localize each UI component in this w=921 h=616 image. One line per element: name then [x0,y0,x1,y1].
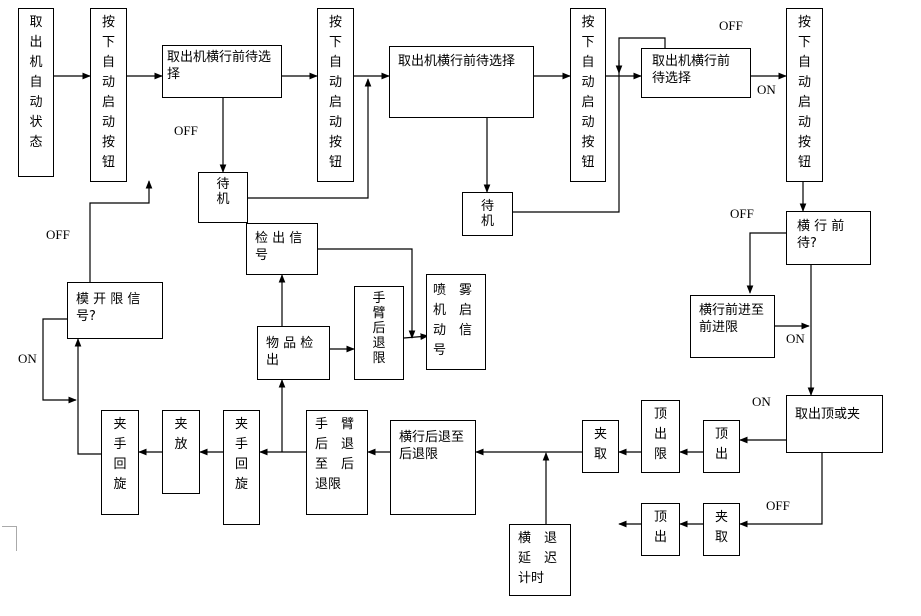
hand-rotate-box-2: 夹 手 回 旋 [101,410,139,515]
select-text-3: 取出机横行前待选择 [652,54,731,86]
select-box-1: 取出机横行前待选择 [162,45,282,98]
spray-signal-box: 喷 雾 机 启 动 信 号 [426,274,486,370]
mold-open-text: 模 开 限 信号? [76,292,141,324]
start-button-box-4: 按 下 自 动 启 动 按 钮 [786,8,823,182]
label-off-3: OFF [730,206,754,221]
mold-open-box: 模 开 限 信号? [67,282,163,339]
product-detect-box: 物 品 检出 [257,326,330,380]
label-off-4: OFF [46,227,70,242]
arm-retract-box-1: 手 臂 后 退 限 [354,286,404,380]
eject-out-box-2: 顶 出 [641,503,680,556]
arm-retract-text-1: 手 臂 后 退 限 [372,291,386,366]
wait-text-1: 待 机 [216,177,230,207]
start-button-box-2: 按 下 自 动 启 动 按 钮 [317,8,354,182]
label-on-1: ON [757,82,776,97]
traverse-back-text: 横行后退至后退限 [399,430,465,462]
hand-rotate-box-1: 夹 手 回 旋 [223,410,260,525]
detect-signal-text: 检 出 信号 [255,231,303,263]
hand-rotate-text-2: 夹 手 回 旋 [113,417,127,492]
start-button-text-4: 按 下 自 动 启 动 按 钮 [797,15,811,170]
eject-or-clamp-text: 取出顶或夹 [795,407,861,422]
spray-signal-text: 喷 雾 机 启 动 信 号 [433,283,473,358]
eject-out-text-1: 顶 出 [714,427,728,462]
retreat-timer-text: 横 退 延 迟 计时 [518,531,558,586]
wait-box-1: 待 机 [198,172,248,223]
product-detect-text: 物 品 检出 [266,336,314,368]
arm-retract-box-2: 手 臂 后 退 至 后 退限 [306,410,368,515]
label-on-4: ON [752,394,771,409]
eject-or-clamp-box: 取出顶或夹 [786,395,883,453]
traverse-forward-text: 横行前进至前进限 [699,303,765,335]
clamp-text-2: 夹 取 [714,510,728,545]
traverse-wait-box: 横 行 前待? [786,211,871,265]
traverse-forward-box: 横行前进至前进限 [690,295,775,358]
page-corner-mark [2,526,17,551]
hand-rotate-text-1: 夹 手 回 旋 [234,417,248,492]
clamp-box-1: 夹 取 [582,420,619,473]
label-off-1: OFF [174,123,198,138]
label-on-3: ON [18,351,37,366]
auto-state-box: 取 出 机 自 动 状 态 [18,8,54,177]
detect-signal-box: 检 出 信号 [246,223,318,275]
clamp-box-2: 夹 取 [703,503,740,556]
release-text: 夹 放 [174,417,188,452]
traverse-back-box: 横行后退至后退限 [390,420,476,515]
label-off-5: OFF [766,498,790,513]
start-button-box-3: 按 下 自 动 启 动 按 钮 [570,8,606,182]
traverse-wait-text: 横 行 前待? [797,219,845,251]
wait-text-2: 待 机 [480,199,494,229]
arm-retract-text-2: 手 臂 后 退 至 后 退限 [315,417,355,492]
clamp-text-1: 夹 取 [593,427,607,462]
release-box: 夹 放 [162,410,200,494]
eject-out-text-2: 顶 出 [653,510,667,545]
start-button-text-2: 按 下 自 动 启 动 按 钮 [328,15,342,170]
wait-box-2: 待 机 [462,192,513,236]
eject-limit-text: 顶 出 限 [653,407,667,462]
start-button-text-1: 按 下 自 动 启 动 按 钮 [101,15,115,170]
select-text-1: 取出机横行前待选择 [167,50,272,82]
select-box-3: 取出机横行前待选择 [641,48,751,98]
start-button-box-1: 按 下 自 动 启 动 按 钮 [90,8,127,182]
label-off-2: OFF [719,18,743,33]
select-text-2: 取出机横行前待选择 [398,54,516,69]
retreat-timer-box: 横 退 延 迟 计时 [509,524,571,596]
auto-state-text: 取 出 机 自 动 状 态 [29,15,43,150]
start-button-text-3: 按 下 自 动 启 动 按 钮 [581,15,595,170]
eject-limit-box: 顶 出 限 [641,400,680,473]
eject-out-box-1: 顶 出 [703,420,740,473]
label-on-2: ON [786,331,805,346]
select-box-2: 取出机横行前待选择 [389,46,534,118]
